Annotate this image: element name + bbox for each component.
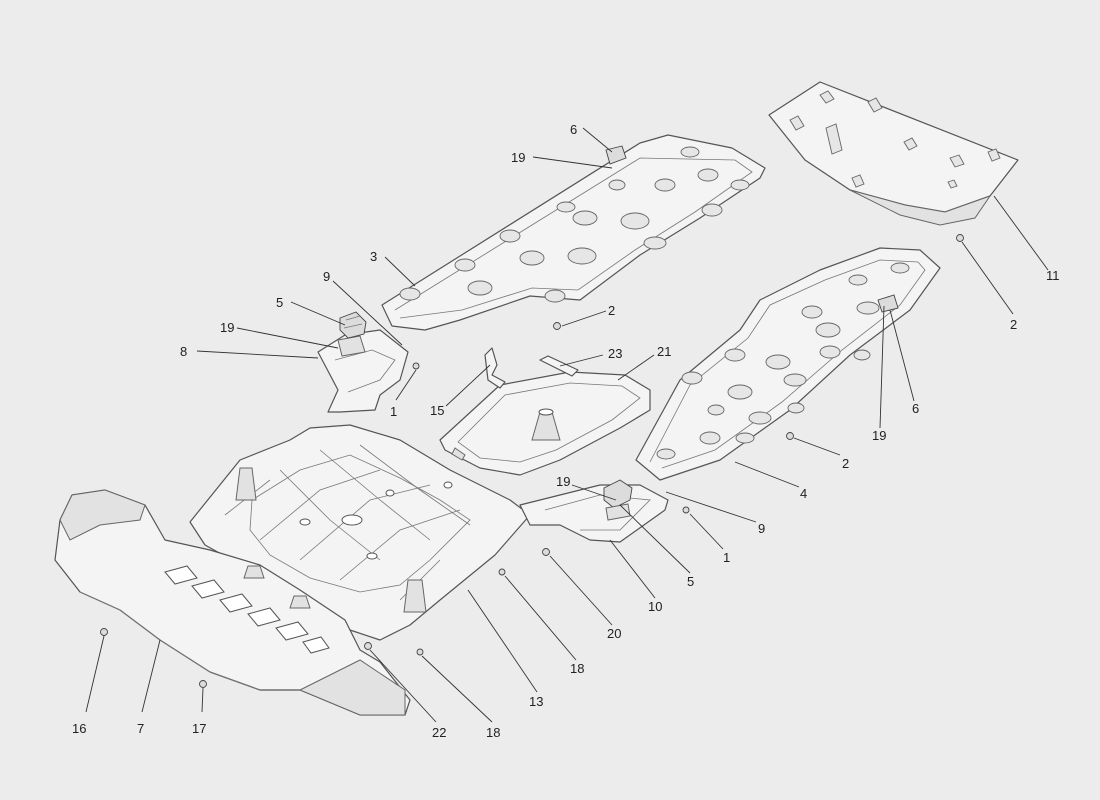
callout-2: 2 (1010, 317, 1017, 332)
callout-17: 17 (192, 721, 206, 736)
part-10-bracket (519, 479, 669, 543)
callout-20: 20 (607, 626, 621, 641)
part-21-middle-tray (439, 371, 651, 476)
callout-7: 7 (137, 721, 144, 736)
callout-13: 13 (529, 694, 543, 709)
clip-6-b (877, 294, 899, 313)
bolt-1-b (682, 506, 690, 514)
callout-2: 2 (608, 303, 615, 318)
callout-19: 19 (556, 474, 570, 489)
callout-1: 1 (390, 404, 397, 419)
callout-5: 5 (687, 574, 694, 589)
callout-22: 22 (432, 725, 446, 740)
part-3-center-panel (381, 134, 766, 331)
part-8-bracket (317, 311, 409, 413)
clip-6-a (605, 145, 627, 165)
nut-2-b (956, 234, 964, 242)
callout-labels: 6 19 3 9 5 19 8 1 2 23 21 15 11 2 6 19 2… (72, 122, 1060, 740)
leader-lines (85, 127, 1049, 723)
callout-19: 19 (220, 320, 234, 335)
bolt-18-b (416, 648, 424, 656)
callout-4: 4 (800, 486, 807, 501)
fasteners (100, 145, 964, 688)
bolt-16 (100, 628, 108, 636)
callout-9: 9 (323, 269, 330, 284)
callout-6: 6 (570, 122, 577, 137)
bolt-1-a (412, 362, 420, 370)
callout-3: 3 (370, 249, 377, 264)
part-23-clip (539, 355, 579, 377)
callout-5: 5 (276, 295, 283, 310)
part-7-front-shield (54, 489, 411, 716)
callout-15: 15 (430, 403, 444, 418)
callout-19: 19 (872, 428, 886, 443)
part-4-right-panel (635, 247, 941, 481)
callout-1: 1 (723, 550, 730, 565)
callout-16: 16 (72, 721, 86, 736)
callout-19: 19 (511, 150, 525, 165)
bolt-20 (542, 548, 550, 556)
part-11-rear-shield (768, 81, 1019, 226)
callout-2: 2 (842, 456, 849, 471)
callout-18: 18 (570, 661, 584, 676)
nut-2-a (553, 322, 561, 330)
callout-11: 11 (1046, 268, 1060, 283)
nut-2-c (786, 432, 794, 440)
callout-18: 18 (486, 725, 500, 740)
callout-6: 6 (912, 401, 919, 416)
callout-21: 21 (657, 344, 671, 359)
callout-23: 23 (608, 346, 622, 361)
bolt-18-a (498, 568, 506, 576)
callout-10: 10 (648, 599, 662, 614)
callout-8: 8 (180, 344, 187, 359)
clip-22 (364, 642, 372, 650)
bolt-17 (199, 680, 207, 688)
callout-9: 9 (758, 521, 765, 536)
part-15-bracket (484, 347, 506, 389)
